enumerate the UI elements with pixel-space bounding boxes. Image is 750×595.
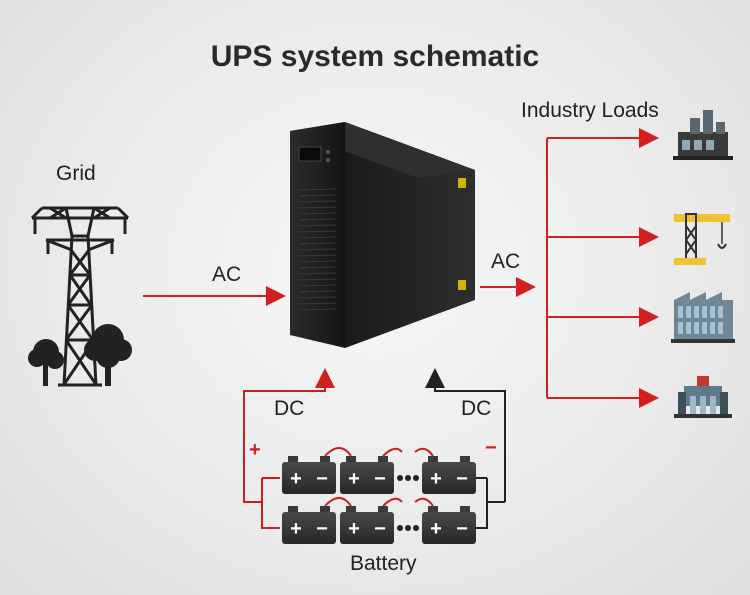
svg-text:−: − (456, 468, 468, 490)
dc-positive-line (243, 368, 335, 529)
dc-negative-line (425, 368, 506, 529)
dc-right-label: DC (461, 397, 492, 420)
tree-left-icon (28, 339, 64, 386)
battery-cell: + − (422, 506, 476, 544)
industry-loads-label: Industry Loads (521, 99, 659, 122)
battery-cell: + − (282, 506, 336, 544)
ac-output-label: AC (491, 250, 521, 273)
tree-right-icon (84, 324, 132, 386)
battery-jumpers (324, 447, 434, 507)
load-distribution-bus (546, 128, 659, 408)
svg-text:+: + (290, 468, 302, 490)
battery-cell: + − (340, 506, 394, 544)
ellipsis-dots (397, 475, 419, 531)
minus-terminal-label: − (485, 437, 497, 459)
battery-cell: + − (282, 456, 336, 494)
factory-building-icon (671, 292, 735, 343)
svg-text:+: + (348, 468, 360, 490)
plus-terminal-label: + (249, 439, 261, 461)
svg-text:+: + (430, 518, 442, 540)
page-title: UPS system schematic (210, 40, 540, 73)
grid-label: Grid (56, 162, 96, 185)
battery-bank: + − + − + − + − (282, 447, 476, 544)
factory-tanks-icon (673, 110, 733, 160)
battery-label: Battery (350, 552, 417, 575)
ups-unit-icon (290, 122, 475, 348)
crane-icon (674, 213, 730, 265)
power-plant-icon (674, 376, 732, 418)
svg-text:−: − (316, 518, 328, 540)
svg-text:+: + (430, 468, 442, 490)
svg-text:+: + (348, 518, 360, 540)
ac-input-label: AC (212, 263, 242, 286)
svg-text:−: − (456, 518, 468, 540)
svg-text:−: − (374, 468, 386, 490)
svg-text:−: − (374, 518, 386, 540)
svg-text:−: − (316, 468, 328, 490)
svg-text:+: + (290, 518, 302, 540)
battery-cell: + − (422, 456, 476, 494)
battery-cell: + − (340, 456, 394, 494)
dc-left-label: DC (274, 397, 305, 420)
